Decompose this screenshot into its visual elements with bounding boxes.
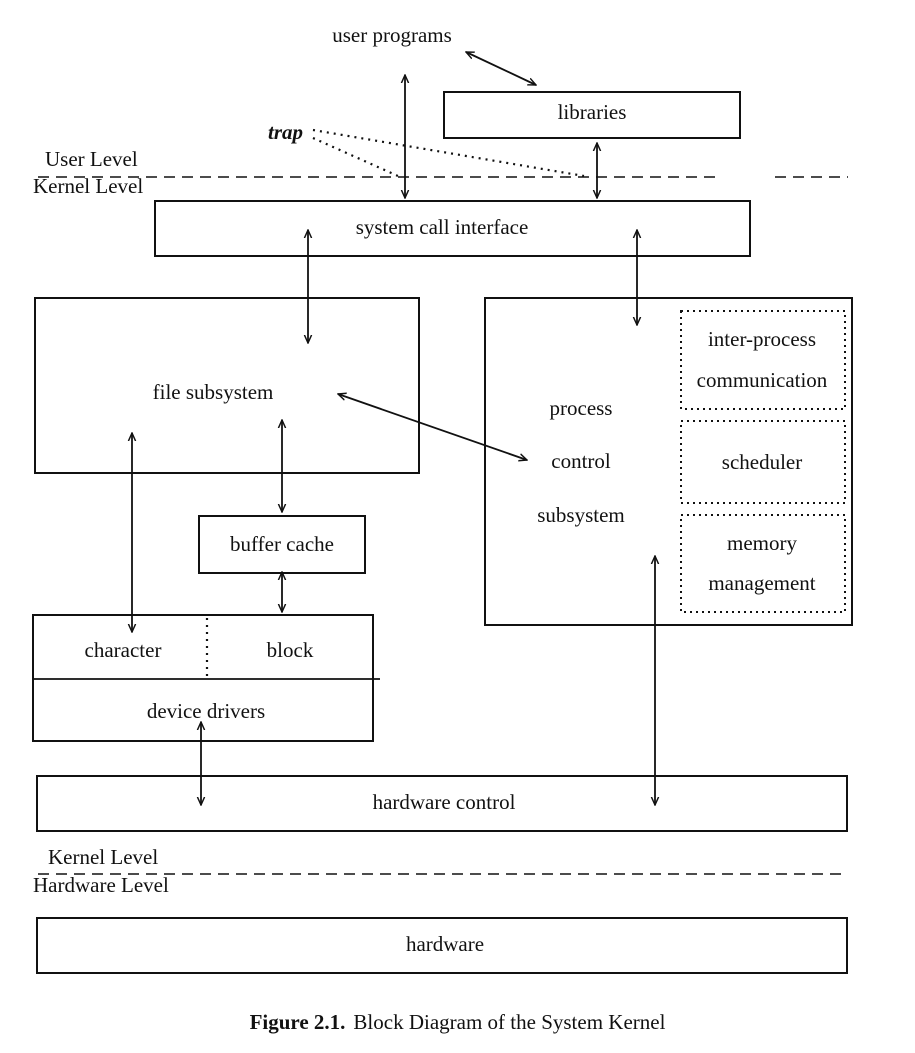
inter-process-communication-box [680, 310, 846, 410]
figure-caption-label: Figure 2.1. [249, 1010, 346, 1034]
hardware-control-label: hardware control [373, 790, 516, 814]
system-call-interface-label: system call interface [356, 215, 529, 239]
character-label: character [85, 638, 162, 662]
memory-management-box [680, 514, 846, 613]
process-control-line-3: subsystem [537, 503, 625, 527]
arrow-user-programs-libraries [466, 51, 536, 86]
process-control-line-1: process [550, 396, 613, 420]
process-control-subsystem-box [484, 297, 853, 626]
system-call-interface-box [154, 200, 751, 257]
buffer-cache-label: buffer cache [230, 532, 334, 556]
file-subsystem-label: file subsystem [153, 380, 274, 404]
hardware-level-label: Hardware Level [33, 873, 169, 897]
memory-management-line-1: memory [727, 531, 797, 555]
arrow-file-subsystem-process-control [338, 394, 527, 460]
libraries-label: libraries [558, 100, 627, 124]
process-control-line-2: control [551, 449, 611, 473]
kernel-level-label-bottom: Kernel Level [48, 845, 158, 869]
trap-label: trap [268, 120, 303, 144]
block-label: block [267, 638, 314, 662]
hardware-label: hardware [406, 932, 484, 956]
libraries-box [443, 91, 741, 139]
hardware-box [36, 917, 848, 974]
user-programs-label: user programs [332, 23, 452, 47]
trap-line-to-libraries [312, 128, 585, 178]
hardware-control-box [36, 775, 848, 832]
figure-caption: Figure 2.1. Block Diagram of the System K… [0, 1010, 915, 1035]
device-drivers-label: device drivers [147, 699, 265, 723]
kernel-level-label-top: Kernel Level [33, 174, 143, 198]
figure-caption-text: Block Diagram of the System Kernel [353, 1010, 666, 1034]
ipc-label-line-2: communication [697, 368, 828, 392]
file-subsystem-box [34, 297, 420, 474]
ipc-label-line-1: inter-process [708, 327, 816, 351]
scheduler-box [680, 420, 846, 504]
user-level-label: User Level [45, 147, 138, 171]
scheduler-label: scheduler [722, 450, 802, 474]
memory-management-line-2: management [708, 571, 815, 595]
trap-line-to-syscall [312, 136, 399, 178]
